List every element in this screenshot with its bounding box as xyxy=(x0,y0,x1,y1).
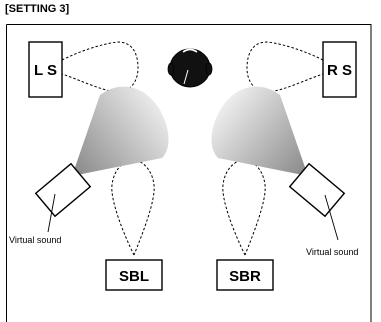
left-virtual-beam xyxy=(72,86,169,176)
ls-radiation-lobe xyxy=(61,41,139,93)
right-virtual-beam xyxy=(211,86,308,176)
left-virtual-speaker-box xyxy=(34,162,92,218)
rs-speaker-box xyxy=(322,41,357,98)
sbl-radiation-lobe xyxy=(111,159,155,256)
sbr-radiation-lobe xyxy=(222,159,266,256)
left-virtual-sound-label: Virtual sound xyxy=(9,235,61,245)
right-virtual-sound-label: Virtual sound xyxy=(306,247,358,257)
right-virtual-speaker-box xyxy=(288,162,346,218)
rs-speaker-label: R S xyxy=(327,62,352,79)
ls-speaker-box xyxy=(28,41,63,98)
diagram-frame xyxy=(6,24,372,322)
sbr-speaker-label: SBR xyxy=(229,268,261,285)
sbr-speaker-box xyxy=(216,259,274,291)
right-virtual-sound-leader xyxy=(324,194,339,241)
left-virtual-sound-leader xyxy=(47,193,56,233)
setting-header-label: [SETTING 3] xyxy=(5,3,70,15)
listener-head-icon xyxy=(167,48,213,88)
sbl-speaker-box xyxy=(105,259,163,291)
rs-radiation-lobe xyxy=(246,41,324,93)
ls-speaker-label: L S xyxy=(34,62,57,79)
sbl-speaker-label: SBL xyxy=(119,268,149,285)
